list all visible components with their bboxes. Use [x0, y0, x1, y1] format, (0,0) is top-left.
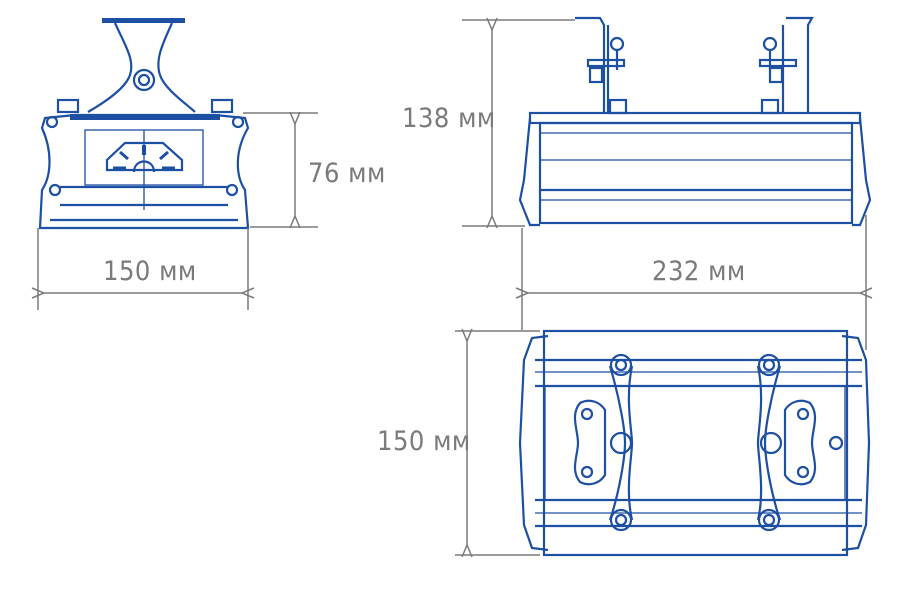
dimension-width-150-top: 150 мм: [377, 331, 540, 555]
mounting-bracket: [87, 18, 196, 113]
dimension-length-232: 232 мм: [522, 215, 866, 350]
front-width-label: 150 мм: [103, 256, 197, 287]
luminaire-body-front: [38, 98, 250, 230]
dimension-height-76: 76 мм: [243, 113, 386, 227]
suspension-brackets: [575, 16, 814, 115]
luminaire-body-top: [518, 329, 871, 557]
front-height-label: 76 мм: [308, 158, 386, 189]
side-height-label: 138 мм: [402, 103, 496, 134]
logo-emblem: [105, 141, 184, 172]
mounting-plate-right: [756, 353, 817, 532]
top-view: 150 мм: [377, 329, 871, 557]
front-view: 76 мм 150 мм: [38, 18, 386, 310]
dimension-height-138: 138 мм: [402, 20, 575, 226]
dimension-width-150-front: 150 мм: [38, 228, 248, 310]
mounting-plate-left: [573, 353, 634, 532]
luminaire-body-side: [518, 111, 872, 227]
side-view: 138 мм 232 мм: [402, 16, 872, 350]
side-length-label: 232 мм: [652, 256, 746, 287]
top-width-label: 150 мм: [377, 426, 471, 457]
